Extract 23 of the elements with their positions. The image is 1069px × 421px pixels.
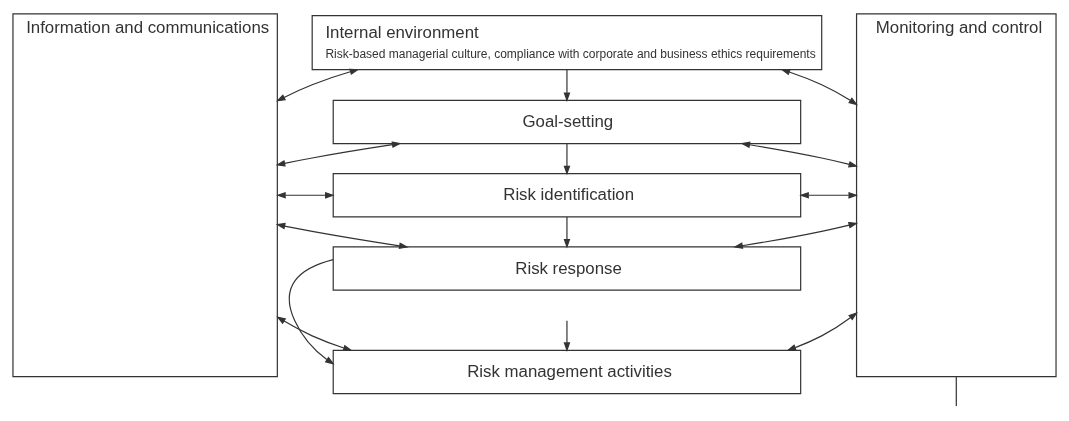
- arrow: [799, 191, 859, 199]
- node-box: Goal-setting: [332, 99, 802, 145]
- arrow: [275, 141, 402, 167]
- node-box: Risk identification: [332, 173, 802, 218]
- arrow: [276, 68, 360, 102]
- node-box: Information and communications: [12, 13, 278, 378]
- connector: [955, 376, 957, 407]
- arrow: [563, 216, 571, 249]
- arrow: [275, 222, 409, 250]
- arrow: [733, 221, 859, 249]
- node-box: Monitoring and control: [855, 13, 1057, 378]
- arrow: [780, 68, 859, 106]
- node-box: Risk response: [332, 246, 802, 291]
- arrow: [563, 320, 571, 352]
- arrow: [563, 69, 571, 103]
- arrow: [563, 143, 571, 176]
- arrow: [740, 141, 859, 168]
- arrow: [288, 258, 335, 365]
- arrow: [276, 316, 353, 352]
- node-box: Internal environment Risk-based managerial culture, compliance with corporate and business ethics requirements: [311, 15, 823, 71]
- arrow: [786, 312, 858, 351]
- arrow: [276, 191, 335, 199]
- node-box: Risk management activities: [332, 349, 802, 395]
